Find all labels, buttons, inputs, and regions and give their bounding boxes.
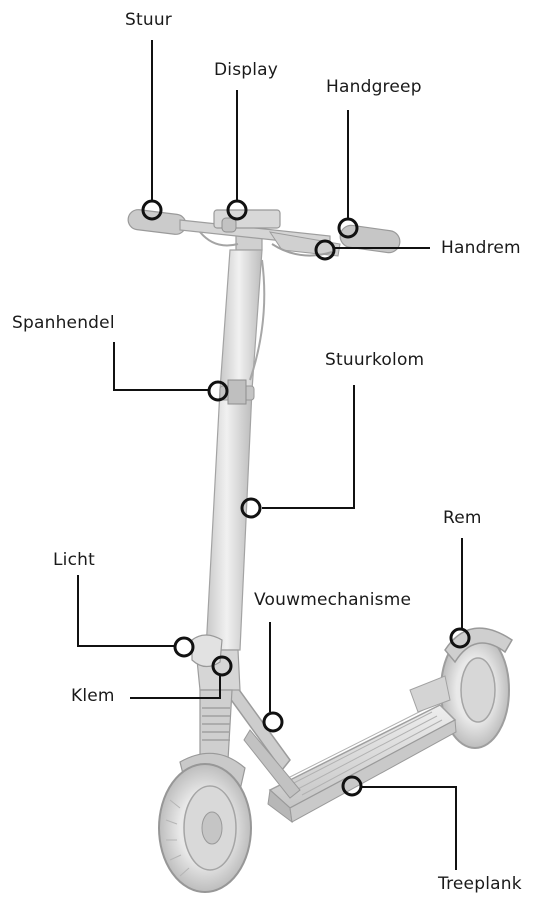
label-vouwmechanisme: Vouwmechanisme <box>254 590 411 610</box>
callout-marker-klem <box>213 657 231 675</box>
callout-line-spanhendel <box>114 342 208 390</box>
callout-marker-handgreep <box>339 219 357 237</box>
callout-line-licht <box>78 575 174 646</box>
callout-marker-handrem <box>316 241 334 259</box>
callout-marker-vouwmechanisme <box>264 713 282 731</box>
label-handgreep: Handgreep <box>326 77 422 97</box>
callout-marker-stuur <box>143 201 161 219</box>
callout-marker-stuurkolom <box>242 499 260 517</box>
callout-marker-licht <box>175 638 193 656</box>
callout-marker-treeplank <box>343 777 361 795</box>
callout-marker-rem <box>451 629 469 647</box>
label-handrem: Handrem <box>441 238 521 258</box>
label-stuurkolom: Stuurkolom <box>325 350 424 370</box>
callout-line-treeplank <box>362 787 456 870</box>
label-display: Display <box>214 60 278 80</box>
label-licht: Licht <box>53 550 95 570</box>
label-stuur: Stuur <box>125 10 172 30</box>
label-klem: Klem <box>71 686 115 706</box>
label-spanhendel: Spanhendel <box>12 313 115 333</box>
callout-marker-display <box>228 201 246 219</box>
label-treeplank: Treeplank <box>438 874 522 894</box>
callout-line-klem <box>130 676 220 698</box>
callout-line-stuurkolom <box>262 385 354 508</box>
callout-marker-spanhendel <box>209 382 227 400</box>
label-rem: Rem <box>443 508 482 528</box>
